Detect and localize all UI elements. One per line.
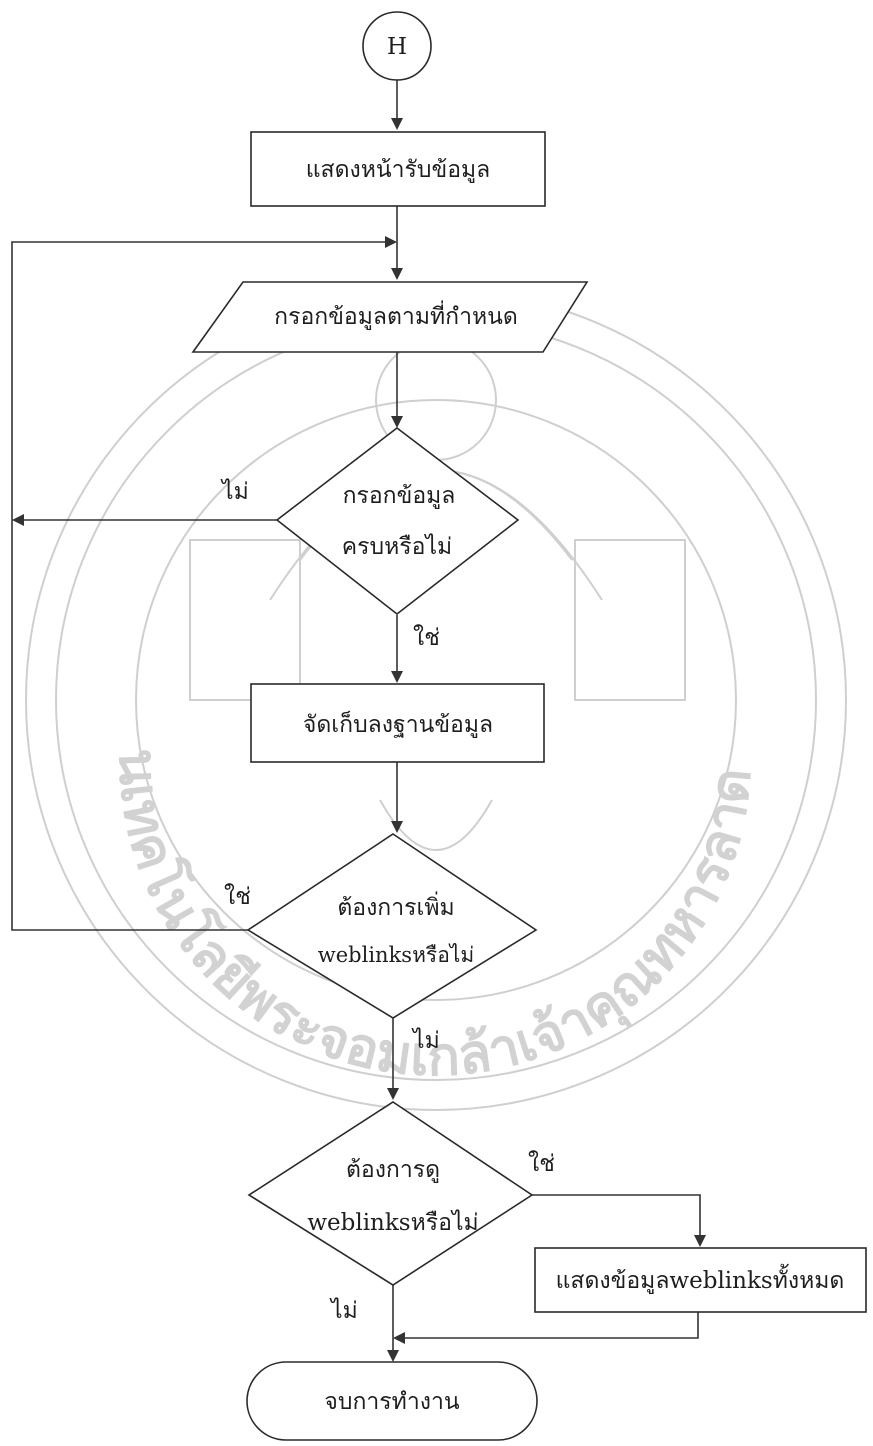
svg-text:แสดงหน้ารับข้อมูล: แสดงหน้ารับข้อมูล xyxy=(306,157,491,183)
terminator-end: จบการทำงาน xyxy=(247,1362,537,1440)
svg-text:H: H xyxy=(387,34,407,60)
connector-h: H xyxy=(363,12,431,80)
svg-text:ครบหรือไม่: ครบหรือไม่ xyxy=(342,533,452,560)
decision-view-links: ต้องการดู weblinksหรือไม่ xyxy=(249,1102,532,1285)
svg-text:ต้องการเพิ่ม: ต้องการเพิ่ม xyxy=(337,891,454,921)
svg-text:weblinksหรือไม่: weblinksหรือไม่ xyxy=(307,1209,478,1236)
decision-check-complete: กรอกข้อมูล ครบหรือไม่ xyxy=(277,428,518,614)
input-fill-data: กรอกข้อมูลตามที่กำหนด xyxy=(193,282,587,352)
process-show-links: แสดงข้อมูลweblinksทั้งหมด xyxy=(535,1248,866,1312)
edge-label-check-no: ไม่ xyxy=(220,478,249,505)
svg-text:กรอกข้อมูลตามที่กำหนด: กรอกข้อมูลตามที่กำหนด xyxy=(274,300,518,330)
svg-text:weblinksหรือไม่: weblinksหรือไม่ xyxy=(318,943,474,967)
svg-text:แสดงข้อมูลweblinksทั้งหมด: แสดงข้อมูลweblinksทั้งหมด xyxy=(556,1264,845,1294)
svg-text:กรอกข้อมูล: กรอกข้อมูล xyxy=(343,483,456,509)
edge-label-check-yes: ใช่ xyxy=(413,624,440,651)
svg-text:จัดเก็บลงฐานข้อมูล: จัดเก็บลงฐานข้อมูล xyxy=(303,709,493,738)
svg-text:จบการทำงาน: จบการทำงาน xyxy=(324,1389,459,1415)
edge-label-view-no: ไม่ xyxy=(329,1297,358,1324)
process-show-form: แสดงหน้ารับข้อมูล xyxy=(251,132,545,206)
edge-label-add-yes: ใช่ xyxy=(224,883,251,910)
svg-text:ต้องการดู: ต้องการดู xyxy=(346,1157,440,1183)
edge-label-view-yes: ใช่ xyxy=(528,1150,555,1177)
edge-label-add-no: ไม่ xyxy=(411,1027,440,1054)
process-save-db: จัดเก็บลงฐานข้อมูล xyxy=(251,684,544,762)
